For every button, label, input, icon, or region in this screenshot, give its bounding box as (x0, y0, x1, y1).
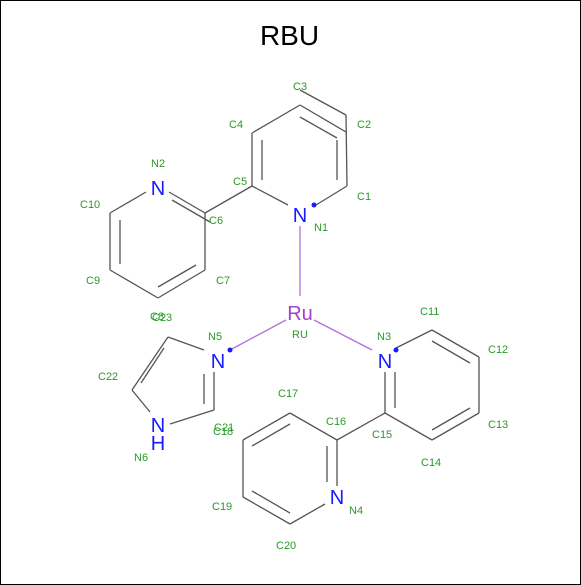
atom-label: C3 (293, 81, 307, 93)
n6-hydrogen: H (151, 433, 165, 455)
bond-inner (431, 340, 471, 364)
bonds-right-ligand (242, 329, 480, 525)
atom-label: N3 (377, 331, 391, 343)
atom-label: N1 (314, 222, 328, 234)
bonds-metal (229, 226, 373, 351)
charge-dot (393, 347, 399, 353)
element-symbols: N N Ru N N N N H (151, 178, 399, 509)
bond-inner (251, 423, 291, 447)
atom-label: C18 (213, 426, 233, 438)
bond (299, 104, 347, 133)
atom-label: C15 (372, 429, 392, 441)
bond-inner (251, 490, 291, 514)
bond (251, 104, 301, 134)
bond (157, 269, 206, 299)
bonds-imidazole (131, 336, 215, 425)
atom-label: C5 (233, 176, 247, 188)
atom-label: C17 (278, 388, 298, 400)
bond (395, 329, 433, 349)
bond (299, 89, 347, 116)
bond (336, 412, 386, 441)
atom-label: C2 (357, 119, 371, 131)
bond (431, 412, 480, 441)
bond (289, 503, 326, 525)
bond (169, 409, 215, 425)
atom-label: C7 (216, 275, 230, 287)
atom-label: C12 (488, 344, 508, 356)
bond-inner (299, 116, 338, 139)
n4-symbol: N (330, 487, 344, 509)
atom-label: C6 (209, 215, 223, 227)
ru-n5-bond (229, 319, 287, 351)
bond (289, 412, 338, 441)
atom-label: C19 (212, 501, 232, 513)
bond (315, 185, 348, 206)
bond (131, 389, 151, 413)
atom-label: C14 (421, 457, 441, 469)
n3-symbol: N (378, 351, 392, 373)
atom-label: C4 (229, 119, 243, 131)
atom-label: C22 (98, 371, 118, 383)
atom-label: C10 (80, 199, 100, 211)
atom-label: C1 (357, 191, 371, 203)
atom-label: C8 (150, 311, 164, 323)
atom-label: C16 (326, 416, 346, 428)
atom-label: N2 (151, 158, 165, 170)
atom-label: C11 (420, 306, 439, 318)
n1-symbol: N (293, 205, 307, 227)
bonds-top-ligand (109, 89, 348, 299)
charge-dot (311, 202, 317, 208)
atom-label: C20 (276, 540, 296, 552)
bond-inner (171, 199, 211, 223)
bond-inner (431, 407, 471, 431)
atom-labels: C1 C2 C3 C4 C5 C6 C7 C9 C10 N2 N1 RU N3 … (80, 81, 508, 552)
bond (109, 191, 147, 214)
bond-inner (157, 264, 197, 288)
bond (251, 185, 289, 206)
atom-label: N5 (208, 331, 222, 343)
bond (204, 185, 253, 214)
bond (242, 496, 291, 525)
bond (131, 336, 169, 391)
atom-label: N4 (349, 505, 363, 517)
n6-symbol: N (151, 415, 165, 437)
bond (345, 114, 348, 187)
atom-label: C9 (86, 275, 100, 287)
bond-inner (140, 347, 165, 384)
atom-label: C21 (214, 422, 234, 434)
bond (431, 329, 480, 358)
atom-label: N6 (134, 452, 148, 464)
atom-label: C13 (488, 419, 508, 431)
n2-symbol: N (151, 178, 165, 200)
atom-label: RU (292, 329, 308, 341)
atom-label: C23 (152, 312, 172, 324)
bond (384, 412, 433, 441)
bond (167, 336, 205, 351)
ru-n3-bond (313, 319, 373, 351)
n5-symbol: N (211, 351, 225, 373)
molecule-title: RBU (259, 20, 320, 51)
bond (242, 412, 291, 441)
ru-symbol: Ru (287, 303, 313, 325)
bond (109, 269, 159, 299)
bond (168, 191, 206, 214)
charge-dot (227, 347, 233, 353)
